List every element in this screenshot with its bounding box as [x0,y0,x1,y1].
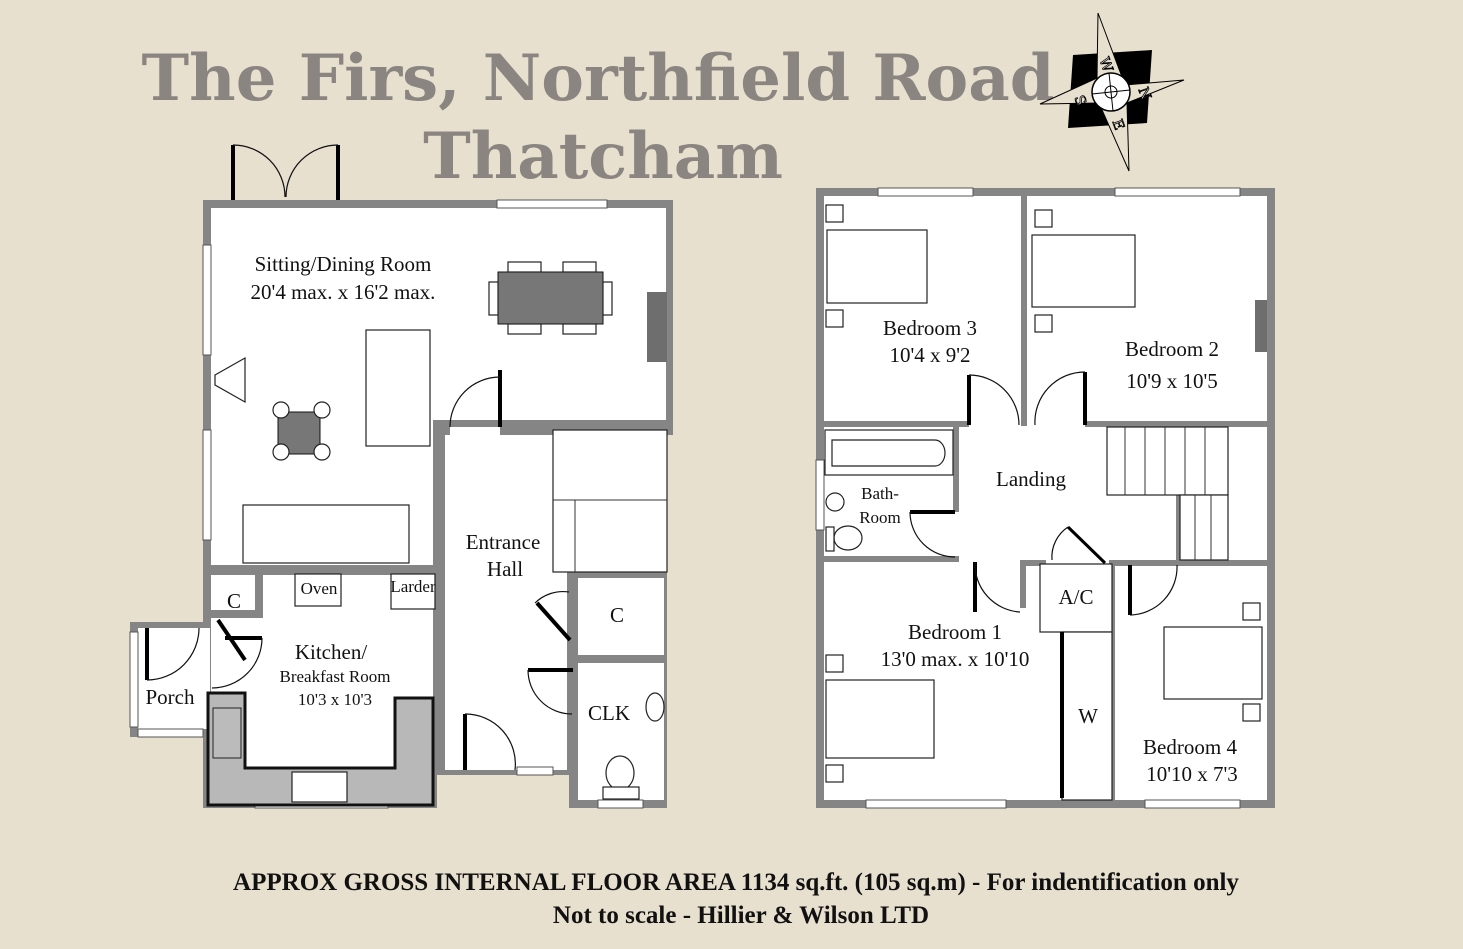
disclaimer-note: Not to scale - Hillier & Wilson LTD [553,902,929,929]
airing-cupboard-label: A/C [1058,585,1093,609]
kitchen-label-2: Breakfast Room [280,667,391,686]
hall-cupboard-label: C [610,603,624,627]
oven-label: Oven [301,579,338,598]
first-floor [815,187,1275,809]
compass-n: N [1134,85,1153,102]
sitting-room-label: Sitting/Dining Room [255,252,432,276]
wardrobe-label: W [1078,704,1098,728]
kitchen-label-1: Kitchen/ [295,640,367,664]
kitchen-cupboard-label: C [227,589,241,613]
title-line-1: The Firs, Northfield Road [142,41,1055,116]
entrance-hall-label-2: Hall [487,557,523,581]
landing-label: Landing [996,467,1066,491]
bathroom-label-1: Bath- [861,484,899,503]
kitchen-size: 10'3 x 10'3 [298,690,372,709]
bedroom4-label: Bedroom 4 [1143,735,1237,759]
bedroom2-label: Bedroom 2 [1125,337,1219,361]
ground-floor [129,144,673,809]
floor-area-note: APPROX GROSS INTERNAL FLOOR AREA 1134 sq… [233,869,1239,896]
larder-label: Larder [390,577,436,596]
bathroom-label-2: Room [859,508,901,527]
bedroom1-label: Bedroom 1 [908,620,1002,644]
entrance-hall-label-1: Entrance [466,530,541,554]
bedroom4-size: 10'10 x 7'3 [1146,762,1238,786]
bedroom2-size: 10'9 x 10'5 [1126,369,1218,393]
compass-icon: N E S W [1039,12,1185,172]
clk-label: CLK [588,701,630,725]
porch-label: Porch [146,685,195,709]
sitting-room-size: 20'4 max. x 16'2 max. [251,280,436,304]
compass-w: W [1095,55,1115,75]
bedroom3-size: 10'4 x 9'2 [889,343,970,367]
bedroom3-label: Bedroom 3 [883,316,977,340]
title-line-2: Thatcham [423,119,783,194]
bedroom1-size: 13'0 max. x 10'10 [881,647,1030,671]
